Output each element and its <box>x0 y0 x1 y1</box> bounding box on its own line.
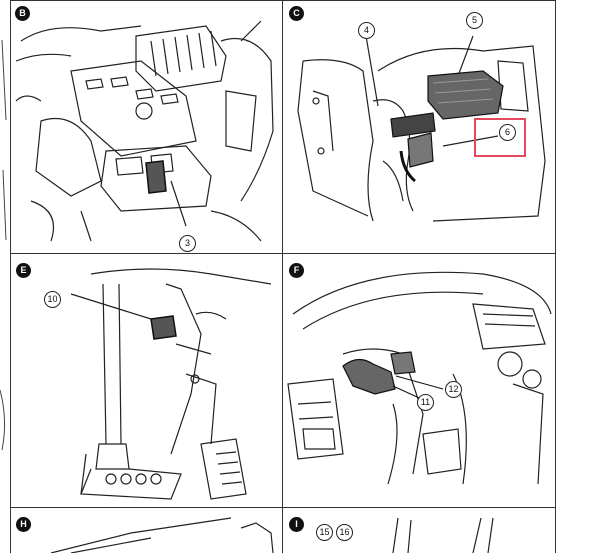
callout-10: 10 <box>44 291 61 308</box>
pedal-assembly-drawing <box>70 268 272 500</box>
panel-badge-h: H <box>16 517 31 532</box>
grid-left-border <box>10 0 11 553</box>
panel-c: C 4 5 6 <box>283 1 555 253</box>
callout-16: 16 <box>336 524 353 541</box>
callout-5: 5 <box>466 12 483 29</box>
panel-badge-b: B <box>15 6 30 21</box>
panel-e: E 10 <box>11 254 282 507</box>
grid-row-divider-2 <box>10 507 555 508</box>
engine-compartment-drawing <box>15 20 274 242</box>
grid-row-divider-1 <box>10 253 555 254</box>
callout-11: 11 <box>417 394 434 411</box>
panel-b: B 3 <box>11 1 282 253</box>
left-edge-artwork <box>0 39 7 451</box>
panel-i-drawing <box>392 517 494 553</box>
callout-4: 4 <box>358 22 375 39</box>
callout-6: 6 <box>499 124 516 141</box>
callout-3: 3 <box>179 235 196 252</box>
panel-badge-i: I <box>289 517 304 532</box>
grid-center-divider <box>282 0 283 553</box>
panel-h-drawing <box>50 517 274 553</box>
panel-f: F 12 11 <box>283 254 555 507</box>
callout-12: 12 <box>445 381 462 398</box>
callout-15: 15 <box>316 524 333 541</box>
grid-right-border <box>555 0 556 553</box>
panel-badge-c: C <box>289 6 304 21</box>
instrument-panel-connector-drawing <box>297 35 546 222</box>
connector-highlight-box <box>474 118 526 157</box>
panel-badge-f: F <box>289 263 304 278</box>
steering-column-drawing <box>287 271 552 485</box>
panel-i: I 15 16 <box>283 508 555 553</box>
panel-h: H <box>11 508 282 553</box>
panel-badge-e: E <box>16 263 31 278</box>
